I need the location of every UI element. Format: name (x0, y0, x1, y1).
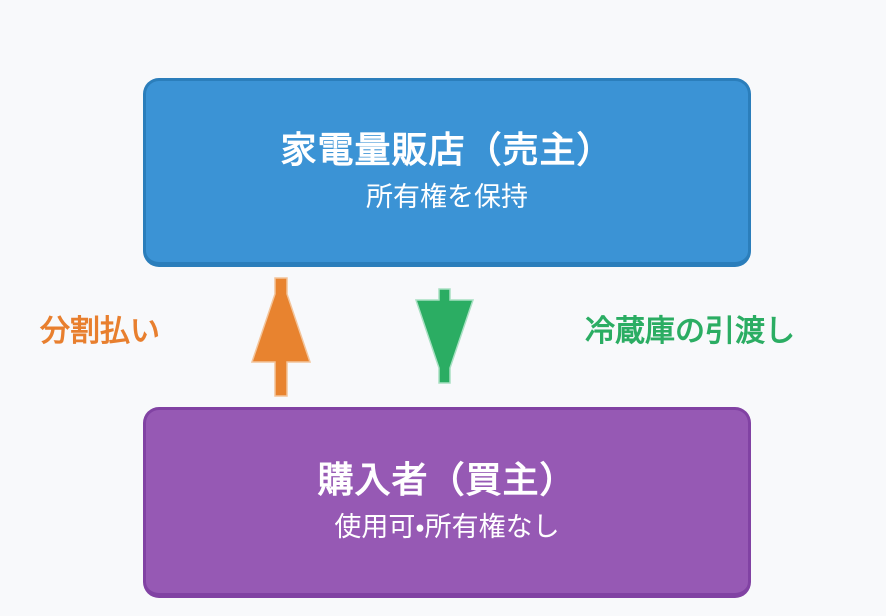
installment-payment-label: 分割払い (40, 315, 160, 348)
buyer-box: 購入者（買主） 使用可・所有権なし (143, 407, 751, 598)
refrigerator-delivery-label: 冷蔵庫の引渡し (585, 315, 795, 348)
up-arrow-icon (250, 277, 312, 397)
seller-title: 家電量販店（売主） (280, 129, 614, 170)
buyer-title: 購入者（買主） (317, 459, 577, 500)
seller-subtitle: 所有権を保持 (366, 182, 528, 212)
buyer-subtitle: 使用可・所有権なし (334, 512, 560, 542)
seller-box: 家電量販店（売主） 所有権を保持 (143, 78, 751, 267)
down-arrow-icon (414, 288, 475, 384)
